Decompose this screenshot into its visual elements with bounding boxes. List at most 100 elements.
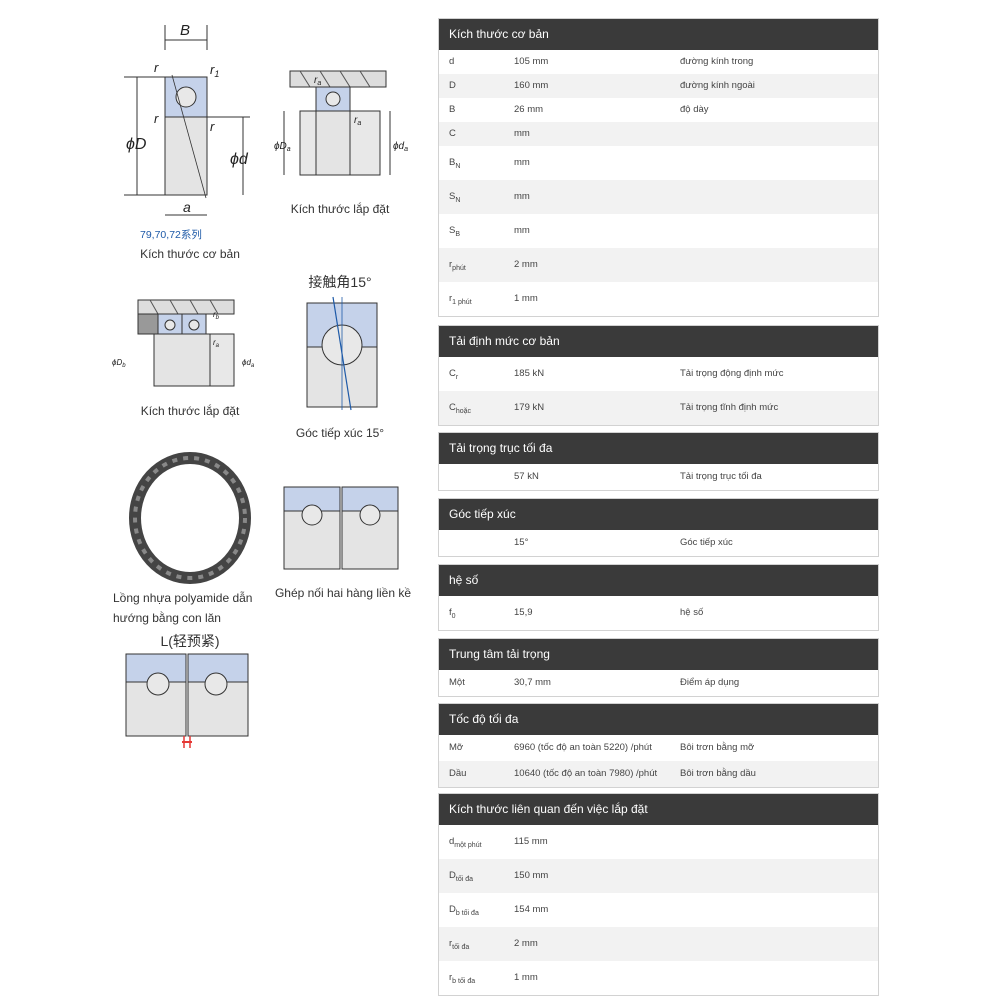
- row-symbol: f0: [449, 607, 456, 620]
- row-value: 179 kN: [514, 402, 545, 413]
- table-row: 57 kN Tải trọng trục tối đa: [439, 464, 878, 490]
- row-description: hệ số: [680, 607, 704, 618]
- row-description: Tải trọng trục tối đa: [680, 471, 762, 482]
- row-value: mm: [514, 191, 530, 202]
- dim-r-mid-left: r: [154, 111, 159, 126]
- row-value: mm: [514, 225, 530, 236]
- spec-table-title: Tải trọng trục tối đa: [439, 433, 878, 464]
- label-phiDb: ϕDb: [112, 358, 126, 369]
- row-symbol: SN: [449, 191, 461, 204]
- row-description: Bôi trơn bằng mỡ: [680, 742, 755, 753]
- label-phiDa: ϕDa: [274, 141, 291, 153]
- dim-phid: ϕd: [230, 151, 249, 168]
- spec-table: Tải trọng trục tối đa 57 kN Tải trọng trục…: [438, 432, 879, 491]
- row-description: Tải trọng tĩnh định mức: [680, 402, 779, 413]
- row-value: 15,9: [514, 607, 533, 618]
- mounting-drawing-2: rb ra ϕDb ϕda: [112, 299, 255, 387]
- basic-dimension-drawing: B r r1 r r ϕD ϕd a 79,70,72系列: [124, 22, 250, 241]
- label-rb: rb: [213, 310, 220, 321]
- row-value: 2 mm: [514, 938, 538, 949]
- spec-table-title: Tốc độ tối đa: [439, 704, 878, 735]
- row-symbol: Cr: [449, 368, 459, 381]
- mounting-drawing-1: ra ra ϕDa ϕda: [274, 70, 408, 176]
- label-ra-mid: ra: [354, 115, 361, 127]
- row-value: 1 mm: [514, 972, 538, 983]
- row-symbol: BN: [449, 157, 461, 170]
- table-row: 15° Góc tiếp xúc: [439, 530, 878, 556]
- table-row: r1 phút 1 mm: [439, 282, 878, 316]
- polyamide-cage-image: [129, 452, 251, 584]
- row-symbol: Một: [449, 677, 465, 688]
- row-symbol: B: [449, 104, 456, 115]
- row-value: 6960 (tốc độ an toàn 5220) /phút: [514, 742, 652, 753]
- row-symbol: Db tối đa: [449, 904, 479, 917]
- row-description: độ dày: [680, 104, 709, 115]
- row-symbol: C: [449, 128, 456, 139]
- row-description: đường kính trong: [680, 56, 754, 67]
- label-phida-2: ϕda: [242, 358, 255, 369]
- spec-table-title: Kích thước liên quan đến việc lắp đặt: [439, 794, 878, 825]
- row-value: 105 mm: [514, 56, 549, 67]
- table-row: SN mm: [439, 180, 878, 214]
- row-symbol: SB: [449, 225, 461, 238]
- row-value: 30,7 mm: [514, 677, 551, 688]
- row-value: 26 mm: [514, 104, 544, 115]
- table-row: BN mm: [439, 146, 878, 180]
- row-symbol: Mỡ: [449, 742, 464, 753]
- row-value: 15°: [514, 537, 529, 548]
- row-value: mm: [514, 128, 530, 139]
- table-row: B 26 mm độ dày: [439, 98, 878, 122]
- paired-bearing-drawing: [283, 486, 399, 570]
- row-value: mm: [514, 157, 530, 168]
- spec-table-title: Tải định mức cơ bản: [439, 326, 878, 357]
- preload-title: L(轻预紧): [160, 633, 220, 649]
- table-row: d 105 mm đường kính trong: [439, 50, 878, 74]
- caption-mounting-1: Kích thước lắp đặt: [290, 202, 390, 216]
- contact-angle-drawing: [306, 296, 378, 411]
- label-phida: ϕda: [393, 141, 408, 153]
- dim-phiD: ϕD: [126, 136, 147, 153]
- row-symbol: rtối đa: [449, 938, 470, 951]
- label-ra: ra: [213, 338, 220, 349]
- row-description: Góc tiếp xúc: [680, 537, 733, 548]
- row-symbol: Dtối đa: [449, 870, 473, 883]
- table-row: Mỡ 6960 (tốc độ an toàn 5220) /phút Bôi tr…: [439, 735, 878, 761]
- series-label: 79,70,72系列: [140, 228, 202, 241]
- caption-basic-dimensions: Kích thước cơ bản: [140, 247, 240, 261]
- row-value: 115 mm: [514, 836, 548, 847]
- spec-table-title: Trung tâm tải trọng: [439, 639, 878, 670]
- table-row: rtối đa 2 mm: [439, 927, 878, 961]
- row-value: 2 mm: [514, 259, 538, 270]
- light-preload-drawing: [125, 653, 249, 748]
- row-symbol: r1 phút: [449, 293, 472, 306]
- label-ra-top: ra: [314, 75, 321, 87]
- row-symbol: d: [449, 56, 455, 67]
- table-row: SB mm: [439, 214, 878, 248]
- dim-B: B: [180, 22, 190, 39]
- spec-table: Kích thước cơ bản d 105 mm đường kính trong…: [438, 18, 879, 317]
- dim-r-mid-right: r: [210, 119, 215, 134]
- dim-a: a: [183, 199, 191, 215]
- row-value: 1 mm: [514, 293, 538, 304]
- spec-table-title: Kích thước cơ bản: [439, 19, 878, 50]
- caption-paired: Ghép nối hai hàng liền kề: [274, 586, 412, 600]
- dim-r1: r1: [210, 62, 219, 79]
- row-description: Tải trọng động định mức: [680, 368, 784, 379]
- row-description: Bôi trơn bằng dầu: [680, 768, 756, 779]
- spec-table-title: hệ số: [439, 565, 878, 596]
- row-symbol: Dầu: [449, 768, 467, 779]
- row-value: 57 kN: [514, 471, 539, 482]
- row-symbol: D: [449, 80, 456, 91]
- contact-angle-title: 接触角15°: [308, 274, 372, 290]
